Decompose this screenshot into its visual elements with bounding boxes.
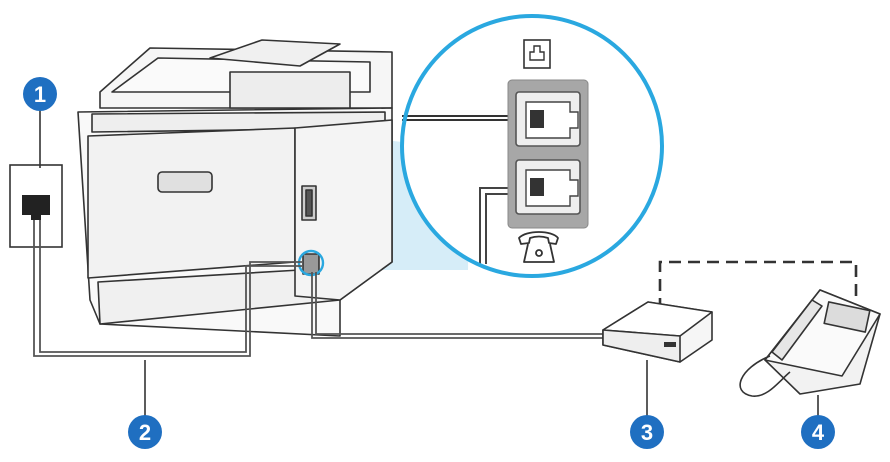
answering-machine-to-phone-link [658,260,858,310]
telephone [739,289,881,397]
printer [77,39,393,337]
callout-3: 3 [630,415,664,449]
callout-4: 4 [801,415,835,449]
callout-2: 2 [128,415,162,449]
callout-number: 1 [34,82,46,107]
phone-cord [33,220,302,357]
port-magnifier [400,14,664,278]
telephone-icon [518,231,559,263]
callout-number: 2 [139,420,151,445]
phone-port [515,159,581,215]
callout-number: 4 [812,420,825,445]
wall-jack [9,164,63,248]
line-port [515,91,581,147]
port-highlight-ring [297,249,325,277]
line-port-icon [523,39,551,69]
callout-number: 3 [641,420,653,445]
printer-to-answering-machine-cable [311,272,605,339]
answering-machine [602,301,713,363]
callout-1: 1 [23,77,57,111]
